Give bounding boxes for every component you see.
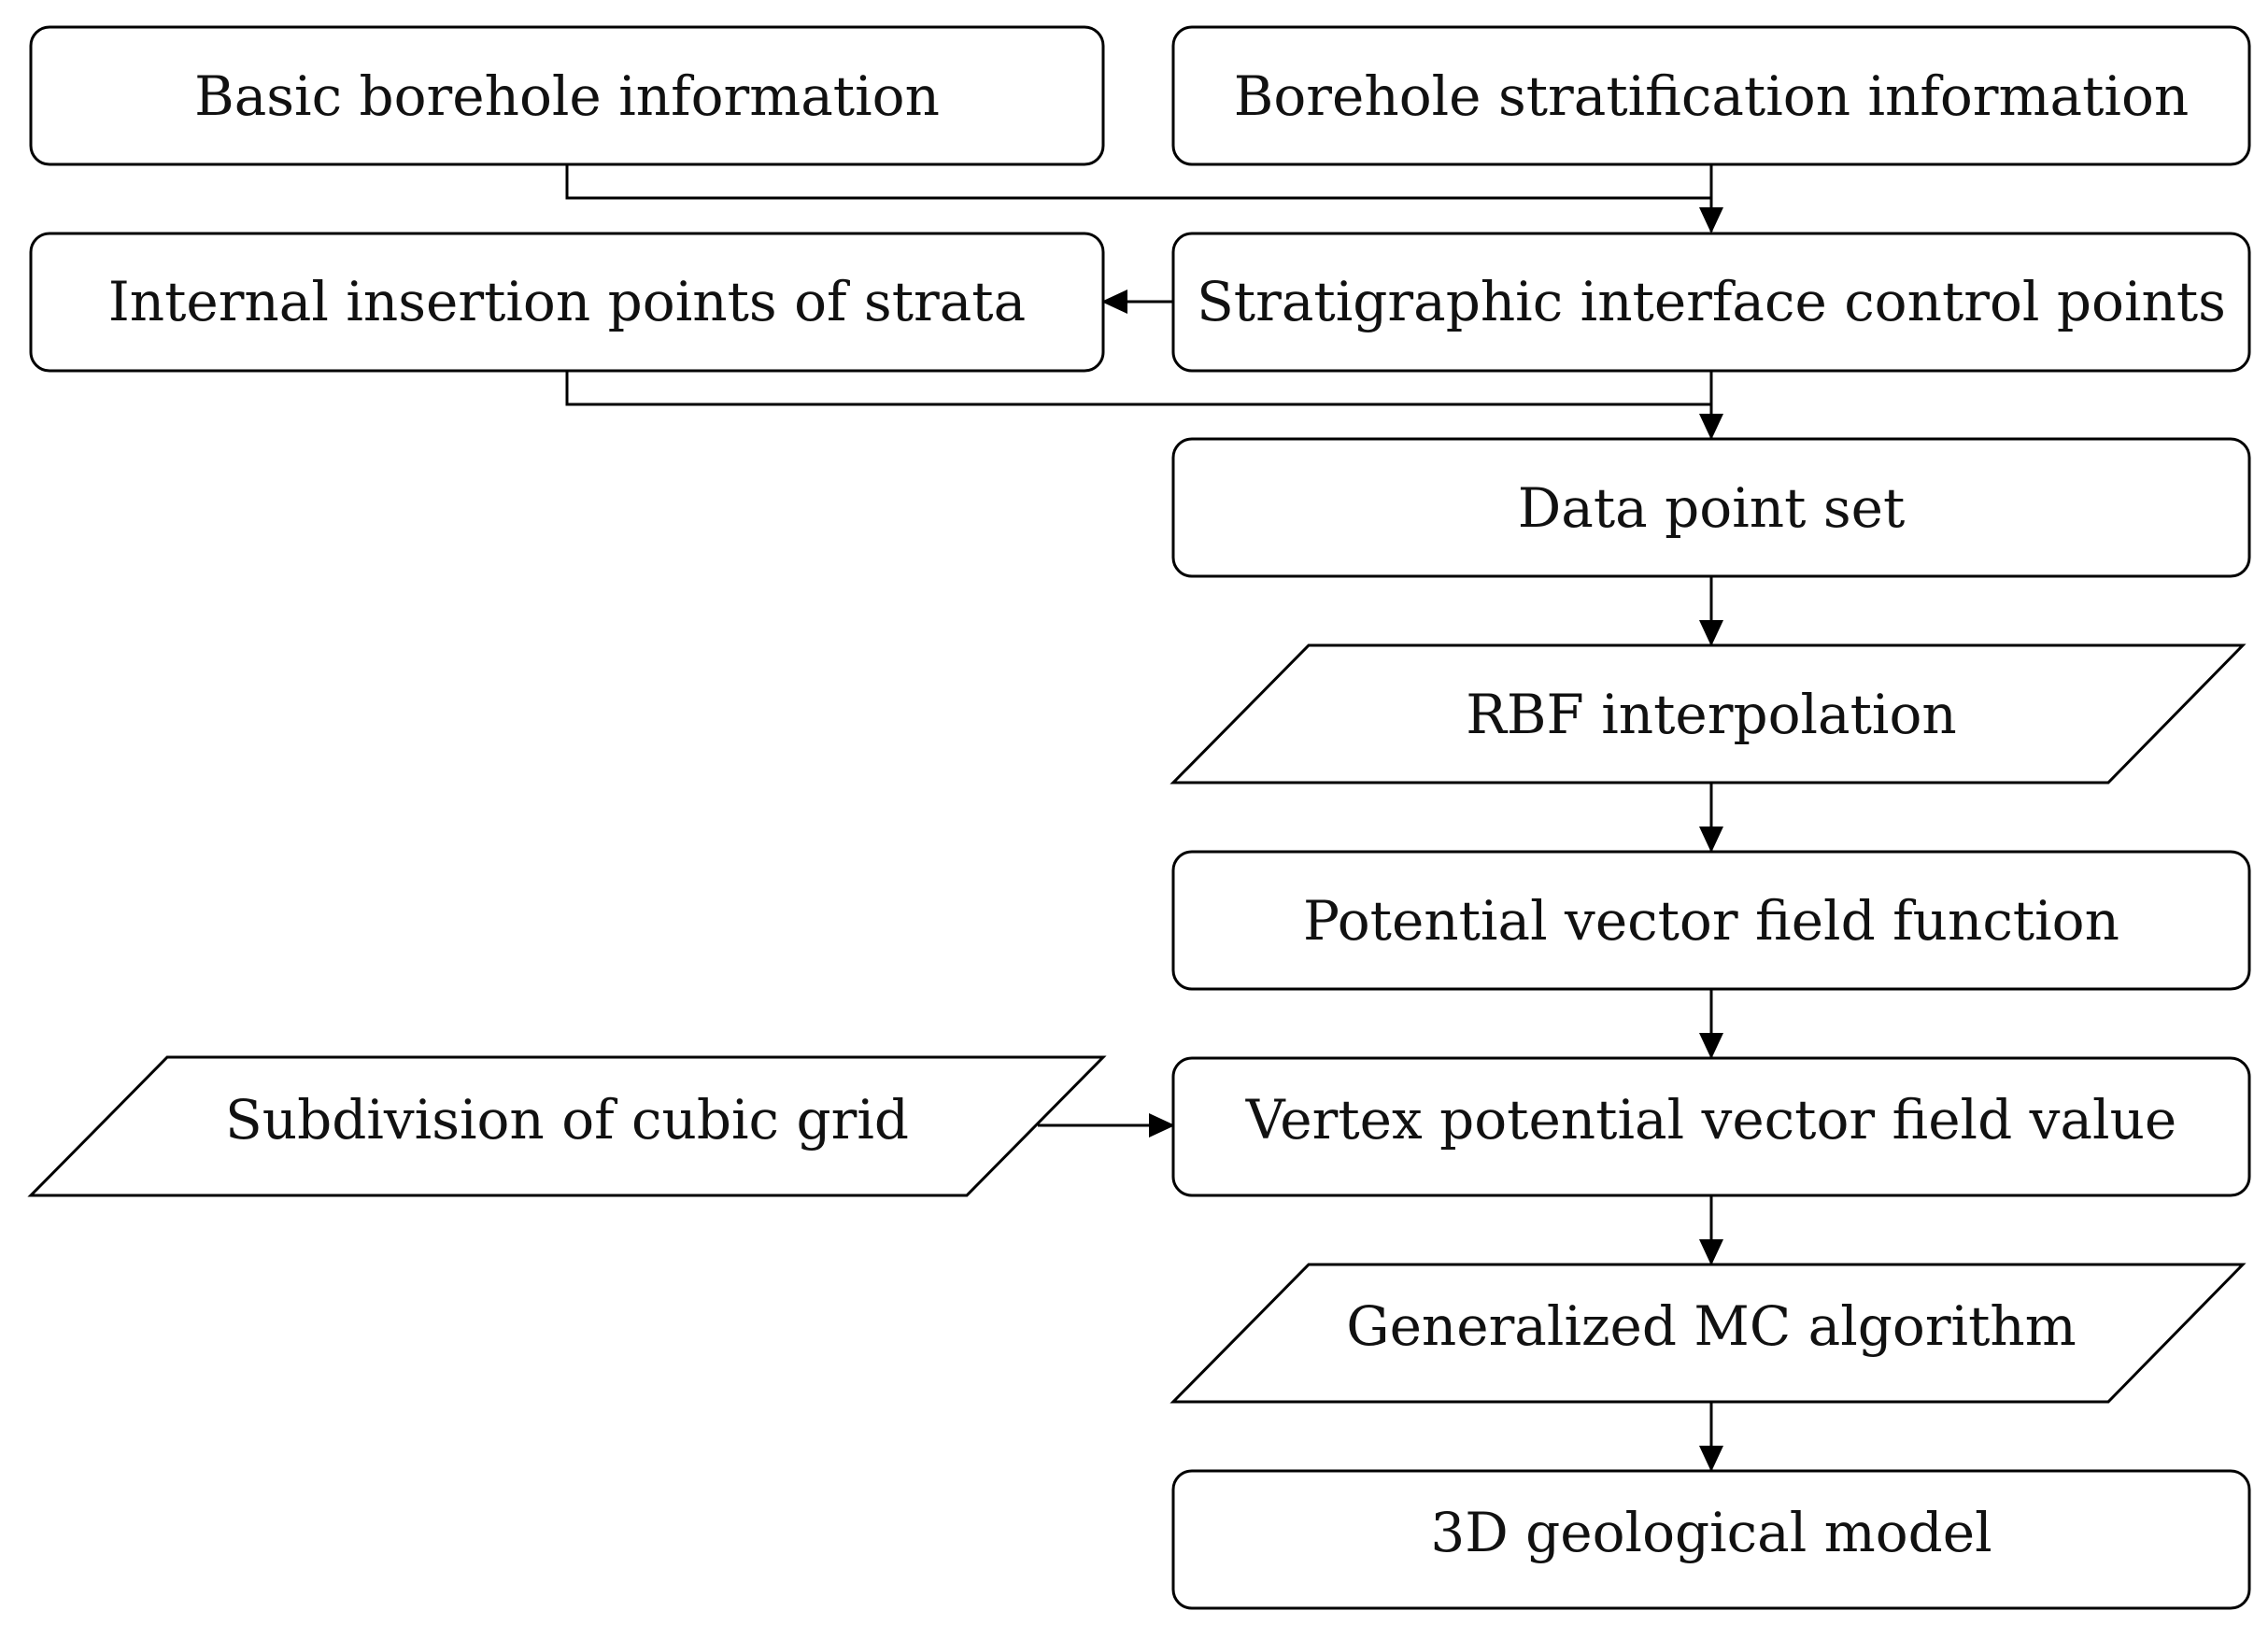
node-3d-geological-model: 3D geological model — [1171, 1469, 2251, 1610]
node-basic-borehole-information: Basic borehole information — [29, 25, 1105, 166]
label-rbf-interpolation: RBF interpolation — [1466, 683, 1957, 746]
edge-basic-to-control-points — [565, 164, 1711, 200]
label-internal-insertion-points: Internal insertion points of strata — [108, 270, 1026, 333]
node-potential-vector-field-function: Potential vector field function — [1171, 850, 2251, 991]
label-stratigraphic-interface-control-points: Stratigraphic interface control points — [1197, 270, 2226, 333]
label-data-point-set: Data point set — [1518, 476, 1906, 540]
node-internal-insertion-points: Internal insertion points of strata — [29, 232, 1105, 373]
node-subdivision-of-cubic-grid: Subdivision of cubic grid — [27, 1055, 1107, 1197]
nodes: Basic borehole information Borehole stra… — [27, 25, 2251, 1610]
label-borehole-stratification-information: Borehole stratification information — [1234, 64, 2189, 128]
label-potential-vector-field-function: Potential vector field function — [1303, 889, 2119, 953]
node-data-point-set: Data point set — [1171, 437, 2251, 578]
node-generalized-mc-algorithm: Generalized MC algorithm — [1169, 1263, 2247, 1404]
edge-insertion-to-data-set — [565, 371, 1711, 406]
label-subdivision-of-cubic-grid: Subdivision of cubic grid — [225, 1088, 909, 1152]
label-3d-geological-model: 3D geological model — [1430, 1501, 1992, 1564]
node-borehole-stratification-information: Borehole stratification information — [1171, 25, 2251, 166]
node-rbf-interpolation: RBF interpolation — [1169, 643, 2247, 784]
edges — [565, 164, 1723, 1472]
label-generalized-mc-algorithm: Generalized MC algorithm — [1346, 1294, 2077, 1358]
node-vertex-potential-vector-field-value: Vertex potential vector field value — [1171, 1056, 2251, 1197]
node-stratigraphic-interface-control-points: Stratigraphic interface control points — [1171, 232, 2251, 373]
label-vertex-potential-vector-field-value: Vertex potential vector field value — [1245, 1088, 2177, 1152]
label-basic-borehole-information: Basic borehole information — [194, 64, 940, 128]
